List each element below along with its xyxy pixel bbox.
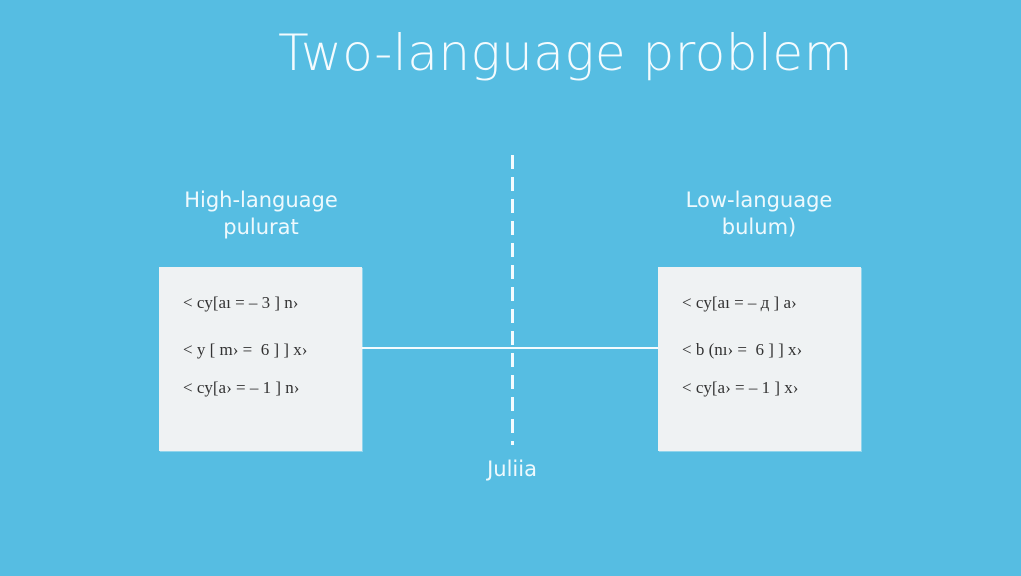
low-language-code-box: < cy[aı = – д ] a› < b (nı› = 6 ] ] x› <… <box>658 267 861 451</box>
code-line: < cy[a› = – 1 ] n› <box>183 378 300 397</box>
code-line: < y [ m› = 6 ] ] x› <box>183 340 308 359</box>
code-line: < b (nı› = 6 ] ] x› <box>682 340 803 359</box>
high-language-label-line1: High-language <box>184 188 338 212</box>
low-language-label-line1: Low-language <box>685 188 833 212</box>
low-language-label-line2: bulum) <box>721 215 797 239</box>
high-language-code-box: < cy[aı = – 3 ] n› < y [ m› = 6 ] ] x› <… <box>159 267 362 451</box>
code-line: < cy[a› = – 1 ] x› <box>682 378 799 397</box>
connector-line <box>362 347 658 349</box>
diagram-title: Two-language problem <box>278 24 853 82</box>
dashed-divider-line <box>511 155 514 445</box>
code-line: < cy[aı = – д ] a› <box>682 293 797 312</box>
low-language-label: Low-language bulum) <box>629 187 889 241</box>
high-language-label-line2: pulurat <box>223 215 299 239</box>
code-line: < cy[aı = – 3 ] n› <box>183 293 299 312</box>
julia-label: Juliia <box>487 457 537 481</box>
high-language-label: High-language pulurat <box>131 187 391 241</box>
